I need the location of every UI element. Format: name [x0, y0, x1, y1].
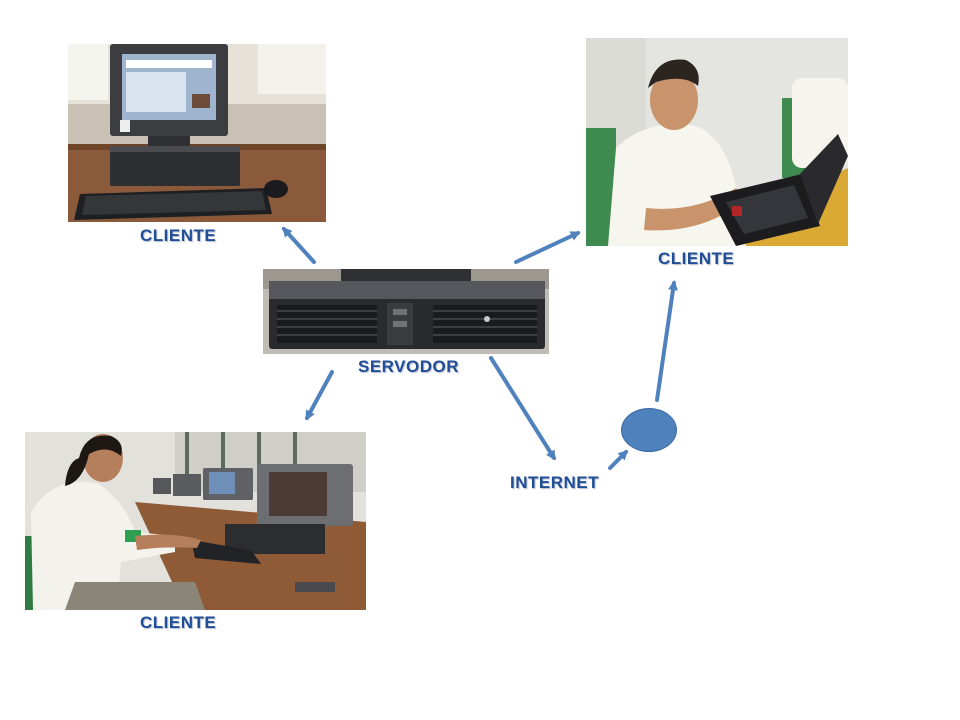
internet-node: [621, 408, 677, 452]
client-label-top-right: CLIENTE: [658, 249, 735, 268]
client-label-top-left: CLIENTE: [140, 226, 217, 245]
arrow-server-to-internet: [489, 356, 556, 461]
client-label-bottom-left: CLIENTE: [140, 613, 217, 632]
client-desktop-photo: [68, 44, 326, 222]
arrow-server-to-client-bottom-left: [305, 370, 334, 421]
server-photo: [263, 269, 549, 354]
internet-label: INTERNET: [510, 473, 599, 492]
client-lab-photo: [25, 432, 366, 610]
arrow-server-to-client-top-left: [281, 226, 316, 264]
arrow-server-to-client-top-right: [514, 231, 581, 264]
server-label: SERVODOR: [358, 357, 459, 376]
client-laptop-photo: [586, 38, 848, 246]
arrow-node-to-client-top-right: [655, 280, 678, 402]
arrow-internet-to-node: [608, 449, 629, 470]
